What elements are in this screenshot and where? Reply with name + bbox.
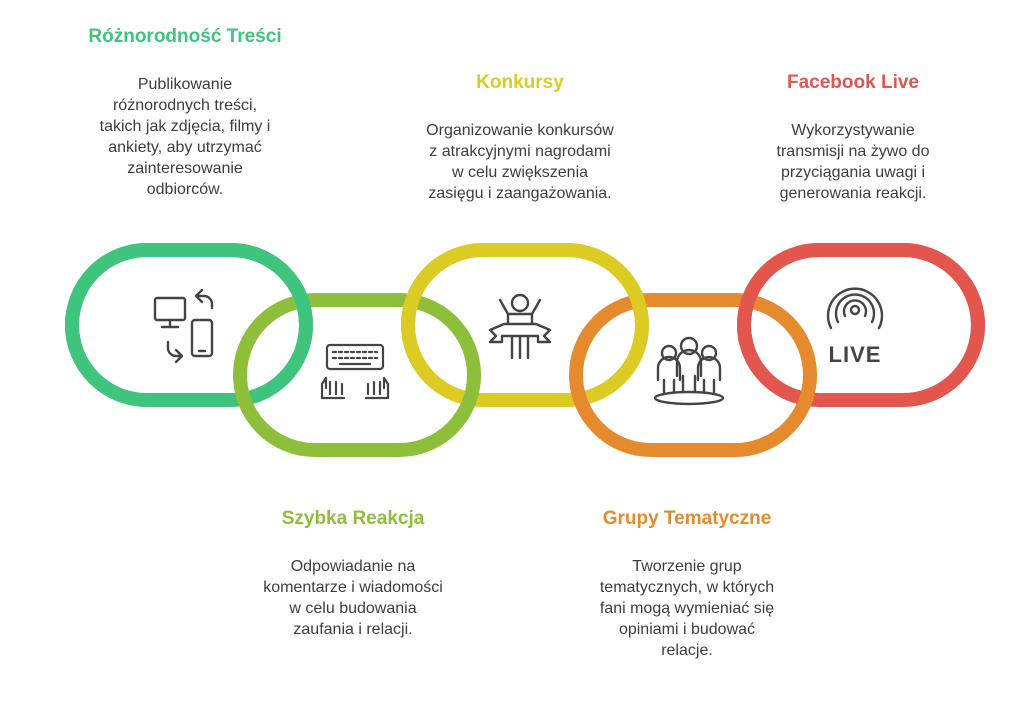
group-people-icon [653,336,725,406]
step-1-title: Różnorodność Treści [88,26,282,47]
chain-link-5-overlap [737,243,985,345]
chain-link-5 [737,243,985,407]
step-2-text: Szybka Reakcja Odpowiadanie na komentarz… [228,508,478,640]
step-1-description: Publikowanie różnorodnych treści, takich… [99,76,271,198]
step-5-description: Wykorzystywanie transmisji na żywo do pr… [776,122,930,202]
winner-podium-icon [488,293,552,360]
chain-link-1-overlap [65,243,313,345]
live-label: LIVE [829,342,882,367]
step-3-text: Konkursy Organizowanie konkursów z atrak… [395,72,645,204]
step-3-title: Konkursy [476,72,564,93]
step-1-text: Różnorodność Treści Publikowanie różnoro… [60,26,310,200]
chain-link-4 [569,293,817,457]
step-3-description: Organizowanie konkursów z atrakcyjnymi n… [426,122,614,202]
step-4-title: Grupy Tematyczne [602,508,772,529]
step-2-title: Szybka Reakcja [281,508,425,529]
step-2-description: Odpowiadanie na komentarze i wiadomości … [263,558,443,638]
step-5-text: Facebook Live Wykorzystywanie transmisji… [728,72,978,204]
step-5-title: Facebook Live [787,72,919,93]
chain-link-3-overlap [401,243,649,345]
step-4-text: Grupy Tematyczne Tworzenie grup tematycz… [562,508,812,661]
typing-keyboard-icon [320,343,390,400]
live-broadcast-icon [826,287,884,330]
step-4-description: Tworzenie grup tematycznych, w których f… [599,558,775,659]
chain-link-2 [233,293,481,457]
chain-link-1 [65,243,313,407]
devices-sync-icon [153,288,214,364]
